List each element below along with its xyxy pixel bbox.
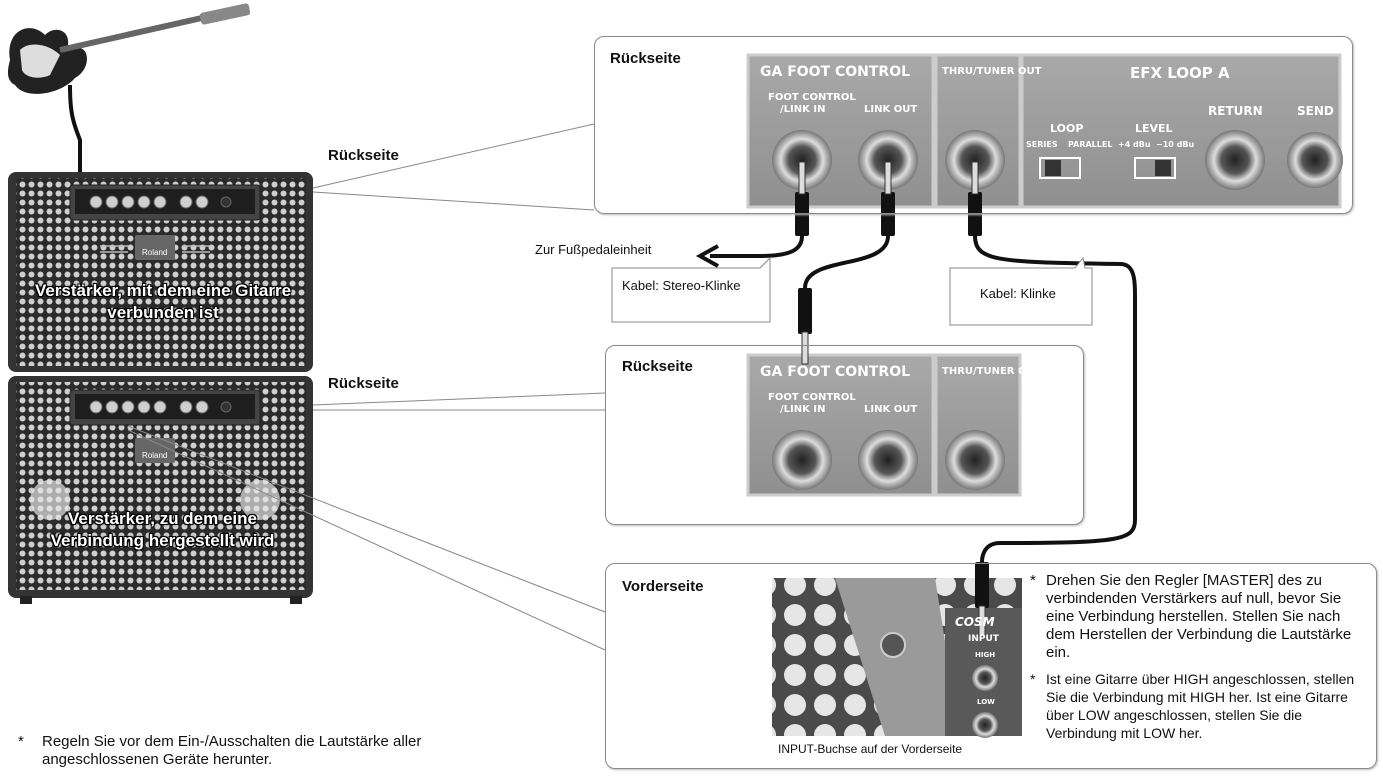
panel-mid-link-out-label: LINK OUT: [864, 404, 918, 415]
amp-bottom-caption: Verstärker, zu dem eine Verbindung herge…: [50, 509, 275, 550]
panel-loop-label: LOOP: [1050, 122, 1084, 135]
guitar-image: [7, 3, 251, 175]
panel-series-label: SERIES: [1026, 140, 1058, 149]
panel-return-label: RETURN: [1208, 104, 1263, 118]
panel-minus10-label: −10 dBu: [1156, 140, 1195, 149]
amp-bottom-image: [8, 376, 313, 604]
panel-mid-ga-foot-control-label: GA FOOT CONTROL: [760, 364, 911, 380]
front-low-label: LOW: [977, 698, 995, 706]
front-panel: [605, 563, 1377, 769]
cables: [695, 161, 1137, 637]
front-high-label: HIGH: [975, 651, 996, 659]
front-input-image: [772, 578, 1022, 738]
panel-level-label: LEVEL: [1135, 122, 1173, 135]
to-footpedal-label: Zur Fußpedaleinheit: [535, 242, 652, 257]
front-input-label: INPUT: [968, 634, 999, 644]
panel-mid-foot-control-label: FOOT CONTROL: [768, 392, 856, 403]
panel-plus4-label: +4 dBu: [1118, 140, 1151, 149]
panel-mid-thru-tuner-out-label: THRU/TUNER OUT: [942, 366, 1042, 377]
rear-panel-top: [594, 36, 1353, 214]
panel-ga-foot-control-label: GA FOOT CONTROL: [760, 64, 911, 80]
panel-link-in-label: /LINK IN: [780, 104, 826, 115]
notes-right: Drehen Sie den Regler [MASTER] des zu ve…: [1030, 572, 1360, 750]
amp-bottom-roland-logo: Roland: [142, 451, 168, 460]
panel-parallel-label: PARALLEL: [1068, 140, 1113, 149]
cable-stereo-label: Kabel: Stereo-Klinke: [622, 278, 741, 293]
rear-panel-top-title: Rückseite: [610, 50, 681, 67]
panel-efx-loop-label: EFX LOOP A: [1130, 64, 1230, 82]
note-volume-down: Regeln Sie vor dem Ein-/Ausschalten die …: [18, 733, 458, 769]
amp-bottom-rear-label: Rückseite: [328, 375, 399, 392]
rear-panel-top-image: [746, 53, 1343, 209]
panel-send-label: SEND: [1297, 104, 1334, 118]
panel-link-out-label: LINK OUT: [864, 104, 918, 115]
input-jack-caption: INPUT-Buchse auf der Vorderseite: [778, 742, 963, 756]
panel-foot-control-label: FOOT CONTROL: [768, 92, 856, 103]
rear-panel-mid-title: Rückseite: [622, 358, 693, 375]
amp-top-roland-logo: Roland: [142, 248, 168, 257]
note-master-volume: Drehen Sie den Regler [MASTER] des zu ve…: [1030, 572, 1360, 662]
front-panel-title: Vorderseite: [622, 578, 704, 595]
front-cosm-label: COSM: [955, 615, 995, 629]
amp-top-rear-label: Rückseite: [328, 147, 399, 164]
cable-mono-label: Kabel: Klinke: [980, 286, 1056, 301]
panel-thru-tuner-out-label: THRU/TUNER OUT: [942, 66, 1042, 77]
amp-top-image: [8, 172, 313, 372]
note-bottom: Regeln Sie vor dem Ein-/Ausschalten die …: [18, 733, 458, 777]
panel-mid-link-in-label: /LINK IN: [780, 404, 826, 415]
amp-top-caption: Verstärker, mit dem eine Gitarre verbund…: [34, 281, 292, 322]
rear-panel-mid: [605, 345, 1084, 525]
rear-panel-mid-image: [746, 353, 1022, 497]
note-high-low: Ist eine Gitarre über HIGH angeschlossen…: [1030, 670, 1360, 742]
